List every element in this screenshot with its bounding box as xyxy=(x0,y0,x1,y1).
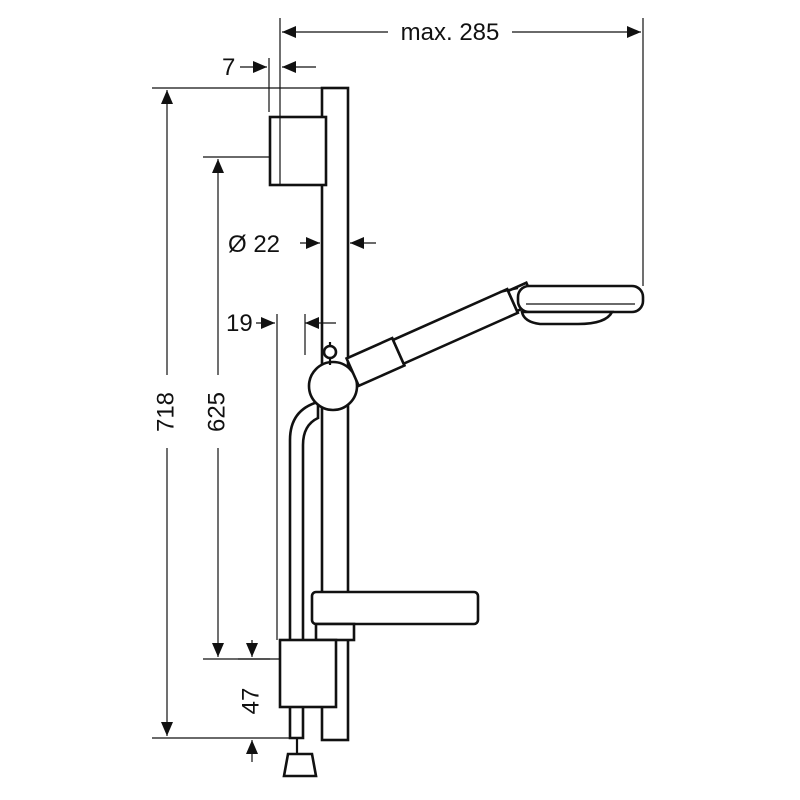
shower-head-joint xyxy=(499,286,519,294)
soap-dish-mount xyxy=(314,622,356,642)
arrow-right xyxy=(261,317,275,329)
arrow-up xyxy=(161,90,173,104)
shower-head xyxy=(499,284,645,326)
shower-head-nozzles xyxy=(520,310,615,326)
dimension-rod-offset: 19 xyxy=(226,310,336,640)
bracket-spacing-label: 625 xyxy=(203,392,230,432)
arrow-left xyxy=(282,61,296,73)
dimension-max-width: max. 285 xyxy=(279,18,644,286)
arrow-down xyxy=(212,643,224,657)
soap-dish xyxy=(310,590,480,642)
dimension-total-height: 718 xyxy=(152,87,322,739)
arrow-right xyxy=(306,237,320,249)
slider-knob xyxy=(307,360,359,412)
max-width-label: max. 285 xyxy=(401,19,500,46)
dimension-rod-diameter: Ø 22 xyxy=(228,231,376,258)
arrow-left xyxy=(305,317,319,329)
wall-offset-label: 7 xyxy=(222,54,235,81)
hand-shower xyxy=(344,281,537,388)
arrow-down xyxy=(246,643,258,657)
total-height-label: 718 xyxy=(152,392,179,432)
soap-dish-tray xyxy=(310,590,480,626)
rod-offset-label: 19 xyxy=(226,310,253,337)
hose-connector xyxy=(282,752,318,778)
bottom-wall-bracket xyxy=(278,638,338,709)
arrow-down xyxy=(161,722,173,736)
shower-rail-assembly xyxy=(268,86,645,778)
hand-shower-handle xyxy=(391,287,520,366)
slider-pin-head xyxy=(322,344,338,360)
shower-head-body xyxy=(516,284,645,314)
arrow-left xyxy=(350,237,364,249)
arrow-right xyxy=(627,26,641,38)
dimension-bracket-spacing: 625 xyxy=(203,156,270,660)
rod-diameter-label: Ø 22 xyxy=(228,231,280,258)
arrow-right xyxy=(253,61,267,73)
arrow-up xyxy=(212,159,224,173)
arrow-left xyxy=(282,26,296,38)
dimension-bottom-height: 47 xyxy=(237,640,280,762)
dimension-wall-offset: 7 xyxy=(222,54,316,112)
arrow-up xyxy=(246,740,258,754)
top-wall-bracket xyxy=(268,115,328,187)
bottom-height-label: 47 xyxy=(237,688,264,715)
